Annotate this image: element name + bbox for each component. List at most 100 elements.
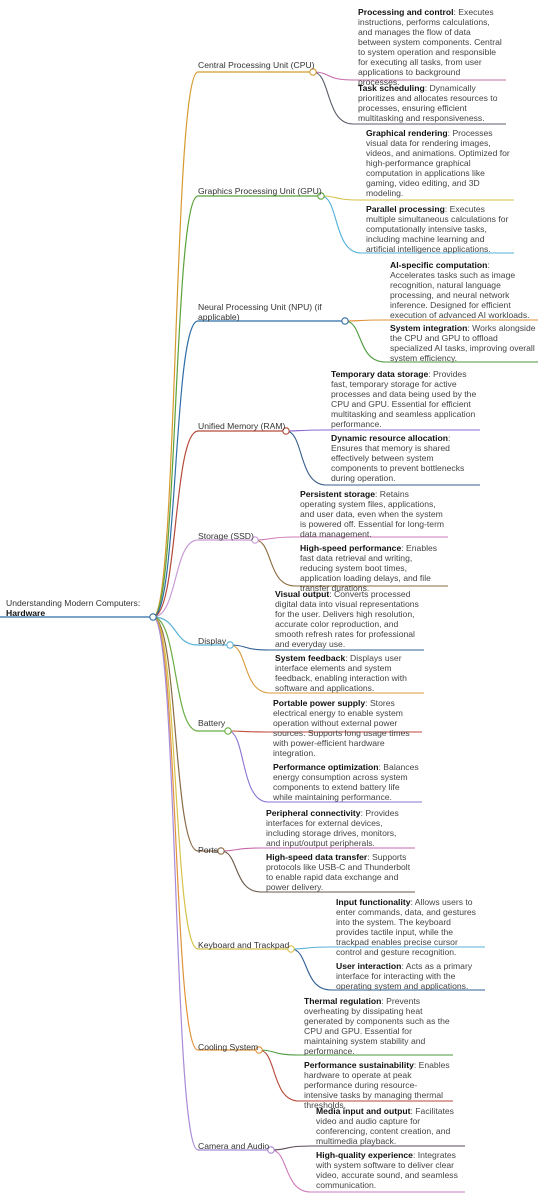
leaf-text: : Stores electrical energy to enable sys… (273, 698, 410, 758)
branch-connector (152, 616, 221, 852)
leaf-text: : Executes instructions, performs calcul… (358, 7, 502, 87)
leaf-connector (290, 946, 485, 950)
leaf-title: Task scheduling (358, 83, 425, 93)
branch-toggle-icon[interactable] (309, 68, 317, 76)
branch-toggle-icon[interactable] (282, 427, 290, 435)
leaf-title: AI-specific computation (390, 260, 488, 270)
leaf-text: : Integrates with system software to del… (316, 1150, 458, 1190)
branch-connector (152, 616, 259, 1051)
leaf-title: Performance optimization (273, 762, 379, 772)
leaf-title: Thermal regulation (304, 996, 382, 1006)
leaf-node: High-quality experience: Integrates with… (316, 1150, 463, 1190)
leaf-title: Performance sustainability (304, 1060, 414, 1070)
leaf-title: Portable power supply (273, 698, 366, 708)
leaf-connector (258, 1049, 453, 1056)
branch-label[interactable]: Unified Memory (RAM) (198, 421, 286, 431)
leaf-node: Performance optimization: Balances energ… (273, 762, 420, 802)
leaf-title: Peripheral connectivity (266, 808, 361, 818)
branch-label[interactable]: Graphics Processing Unit (GPU) (198, 186, 322, 196)
leaf-connector (254, 539, 448, 587)
branch-connector (152, 616, 271, 1151)
leaf-text: : Processes visual data for rendering im… (366, 128, 510, 198)
leaf-connector (220, 847, 415, 852)
leaf-connector (254, 536, 448, 541)
branch-toggle-icon[interactable] (317, 192, 325, 200)
leaf-title: Input functionality (336, 897, 411, 907)
leaf-node: Thermal regulation: Prevents overheating… (304, 996, 451, 1056)
leaf-title: System feedback (275, 653, 346, 663)
branch-toggle-icon[interactable] (226, 641, 234, 649)
branch-label[interactable]: Cooling System (198, 1042, 259, 1052)
leaf-node: System integration: Works alongside the … (390, 323, 536, 363)
leaf-text: : Facilitates video and audio capture fo… (316, 1106, 454, 1146)
leaf-text: : Enables hardware to operate at peak pe… (304, 1060, 450, 1110)
leaf-title: High-speed data transfer (266, 852, 368, 862)
leaf-title: Graphical rendering (366, 128, 448, 138)
leaf-connector (285, 429, 480, 432)
branch-toggle-icon[interactable] (267, 1146, 275, 1154)
leaf-node: Dynamic resource allocation: Ensures tha… (331, 433, 478, 483)
leaf-node: Parallel processing: Executes multiple s… (366, 204, 512, 254)
branch-connector (152, 430, 286, 618)
leaf-title: Processing and control (358, 7, 454, 17)
branch-connector (152, 71, 313, 618)
leaf-node: System feedback: Displays user interface… (275, 653, 422, 693)
root-toggle-icon[interactable] (149, 613, 157, 621)
branch-toggle-icon[interactable] (251, 536, 259, 544)
branch-connector (152, 616, 228, 732)
leaf-text: : Enables fast data retrieval and writin… (300, 543, 438, 593)
branch-connector (152, 539, 255, 618)
leaf-text: : Allows users to enter commands, data, … (336, 897, 476, 957)
leaf-title: Parallel processing (366, 204, 445, 214)
branch-label[interactable]: Ports (198, 845, 219, 855)
branch-toggle-icon[interactable] (255, 1046, 263, 1054)
leaf-connector (229, 644, 424, 651)
leaf-text: : Supports protocols like USB-C and Thun… (266, 852, 411, 892)
leaf-text: : Displays user interface elements and s… (275, 653, 407, 693)
leaf-node: High-speed performance: Enables fast dat… (300, 543, 446, 593)
branch-label[interactable]: Display (198, 636, 227, 646)
leaf-connector (285, 430, 480, 486)
branch-toggle-icon[interactable] (217, 847, 225, 855)
leaf-title: User interaction (336, 961, 402, 971)
leaf-connector (312, 71, 506, 81)
branch-label[interactable]: Neural Processing Unit (NPU) (if applica… (198, 302, 322, 322)
leaf-title: Dynamic resource allocation (331, 433, 449, 443)
leaf-text: : Converts processed digital data into v… (275, 589, 419, 649)
leaf-node: Portable power supply: Stores electrical… (273, 698, 420, 758)
leaf-node: AI-specific computation: Accelerates tas… (390, 260, 536, 320)
branch-label[interactable]: Keyboard and Trackpad (198, 940, 290, 950)
leaf-connector (270, 1145, 465, 1151)
branch-label[interactable]: Battery (198, 718, 226, 728)
leaf-connector (344, 319, 538, 322)
root-prefix: Understanding Modern Computers: (6, 598, 141, 608)
leaf-text: : Accelerates tasks such as image recogn… (390, 260, 530, 320)
leaf-node: Peripheral connectivity: Provides interf… (266, 808, 413, 848)
branch-toggle-icon[interactable] (224, 727, 232, 735)
leaf-node: Media input and output: Facilitates vide… (316, 1106, 463, 1146)
leaf-connector (229, 644, 424, 694)
branch-label[interactable]: Storage (SSD) (198, 531, 254, 541)
leaf-text: : Provides interfaces for external devic… (266, 808, 399, 848)
leaf-text: : Executes multiple simultaneous calcula… (366, 204, 509, 254)
leaf-node: Graphical rendering: Processes visual da… (366, 128, 512, 198)
leaf-text: : Balances energy consumption across sys… (273, 762, 419, 802)
branch-toggle-icon[interactable] (341, 317, 349, 325)
leaf-title: System integration (390, 323, 468, 333)
leaf-node: Input functionality: Allows users to ent… (336, 897, 483, 957)
leaf-node: User interaction: Acts as a primary inte… (336, 961, 483, 991)
branch-toggle-icon[interactable] (287, 945, 295, 953)
branch-label[interactable]: Central Processing Unit (CPU) (198, 60, 315, 70)
leaf-connector (320, 195, 514, 201)
leaf-node: Temporary data storage: Provides fast, t… (331, 369, 478, 429)
leaf-title: Media input and output (316, 1106, 411, 1116)
leaf-connector (312, 71, 506, 125)
leaf-node: Task scheduling: Dynamically prioritizes… (358, 83, 504, 123)
root-title: Hardware (6, 608, 46, 618)
leaf-node: Processing and control: Executes instruc… (358, 7, 504, 87)
leaf-text: : Dynamically prioritizes and allocates … (358, 83, 498, 123)
branch-label[interactable]: Camera and Audio (198, 1141, 270, 1151)
branch-connector (152, 195, 321, 618)
leaf-connector (290, 948, 485, 991)
